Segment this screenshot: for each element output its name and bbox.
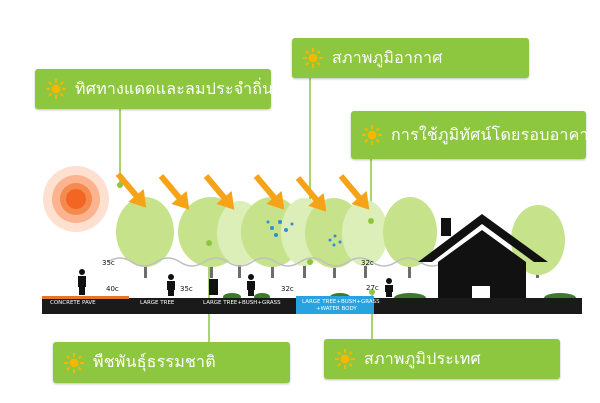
temp-label: 32c — [361, 259, 374, 267]
temperature-labels: 35c 40c 35c 32c 32c 27c — [102, 259, 379, 293]
label-terrain: สภาพภูมิประเทศ — [324, 339, 560, 379]
zone-label: LARGE TREE+BUSH+GRASS — [203, 300, 281, 306]
zone-label: LARGE TREE — [140, 300, 175, 306]
leader-dots — [117, 182, 375, 295]
arrow-icon — [253, 174, 285, 210]
label-climate: สภาพภูมิอากาศ — [292, 38, 529, 78]
tree-icon — [116, 197, 174, 278]
label-text: ทิศทางแดดและลมประจำถิ่น — [75, 78, 274, 98]
zone-labels: CONCRETE PAVE LARGE TREE LARGE TREE+BUSH… — [50, 299, 380, 312]
person-icon — [78, 269, 86, 295]
arrow-icon — [338, 174, 370, 210]
temp-label: 32c — [281, 285, 294, 293]
moisture-dots — [266, 220, 342, 247]
grass-line — [107, 257, 493, 267]
arrow-icon — [158, 174, 190, 210]
arrow-icon — [295, 176, 327, 212]
label-text: พืชพันธุ์ธรรมชาติ — [93, 352, 216, 371]
ground — [42, 296, 582, 314]
sun-icon — [64, 352, 84, 373]
sun-icon — [43, 166, 109, 232]
zone-label: +WATER BODY — [316, 306, 357, 312]
temp-label: 35c — [180, 285, 193, 293]
person-icon — [209, 279, 218, 295]
arrow-icon — [115, 172, 147, 208]
sun-arrows — [115, 172, 370, 212]
zone-label: CONCRETE PAVE — [50, 300, 96, 306]
sun-icon — [46, 79, 66, 99]
temp-label: 27c — [366, 284, 379, 292]
zone-label: LARGE TREE+BUSH+GRASS — [302, 299, 380, 305]
tree-icon — [383, 197, 437, 278]
label-text: สภาพภูมิอากาศ — [332, 47, 443, 67]
temp-label: 35c — [102, 259, 115, 267]
house-icon — [418, 214, 548, 305]
person-icon — [247, 274, 255, 296]
tree-row — [116, 197, 565, 278]
people — [78, 269, 393, 297]
person-icon — [167, 274, 175, 296]
sun-icon — [335, 349, 355, 369]
sun-icon — [303, 48, 323, 68]
sun-icon — [362, 125, 382, 145]
label-native-plants: พืชพันธุ์ธรรมชาติ — [53, 342, 290, 383]
label-building-landscape: การใช้ภูมิทัศน์โดยรอบอาคาร — [351, 111, 597, 159]
arrow-icon — [203, 174, 235, 210]
label-sun-wind-direction: ทิศทางแดดและลมประจำถิ่น — [35, 69, 274, 109]
person-icon — [385, 278, 393, 297]
temp-label: 40c — [106, 285, 119, 293]
label-text: การใช้ภูมิทัศน์โดยรอบอาคาร — [391, 124, 598, 144]
label-text: สภาพภูมิประเทศ — [364, 348, 481, 368]
